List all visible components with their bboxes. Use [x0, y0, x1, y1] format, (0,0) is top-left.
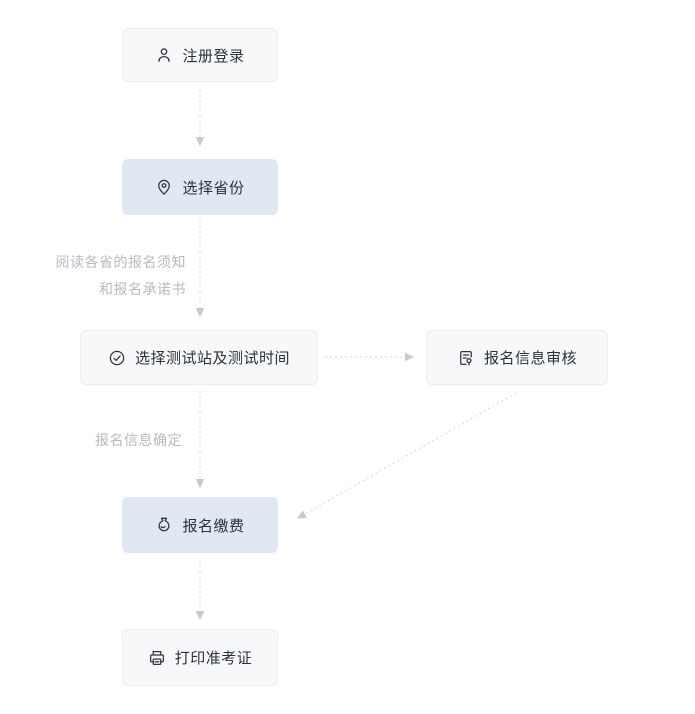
- edge-label-line: 阅读各省的报名须知: [55, 254, 186, 270]
- flow-node-label: 注册登录: [182, 47, 245, 65]
- printer-icon: [148, 649, 166, 667]
- flow-node-info-review[interactable]: 报名信息审核: [426, 330, 608, 385]
- edge-label-line: 报名信息确定: [95, 432, 182, 448]
- user-icon: [155, 46, 173, 64]
- flow-node-select-province[interactable]: 选择省份: [122, 159, 278, 215]
- map-pin-icon: [155, 178, 173, 196]
- file-check-icon: [457, 349, 475, 367]
- flow-node-pay-fee[interactable]: 报名缴费: [122, 497, 278, 553]
- money-bag-icon: [155, 516, 173, 534]
- flow-node-label: 报名缴费: [182, 517, 245, 535]
- edge-label-info-confirmed: 报名信息确定: [95, 427, 182, 454]
- flow-node-label: 打印准考证: [174, 650, 253, 667]
- flow-node-label: 选择测试站及测试时间: [134, 350, 290, 367]
- connector-review-to-pay: [296, 392, 517, 519]
- flow-node-select-station-time[interactable]: 选择测试站及测试时间: [80, 330, 318, 385]
- flow-node-register-login[interactable]: 注册登录: [122, 28, 278, 82]
- flow-node-label: 选择省份: [182, 179, 245, 197]
- edge-label-read-notice: 阅读各省的报名须知 和报名承诺书: [56, 249, 187, 303]
- flow-node-label: 报名信息审核: [483, 350, 577, 367]
- edge-label-line: 和报名承诺书: [99, 281, 186, 297]
- flow-node-print-ticket[interactable]: 打印准考证: [122, 629, 278, 686]
- check-circle-icon: [108, 349, 126, 367]
